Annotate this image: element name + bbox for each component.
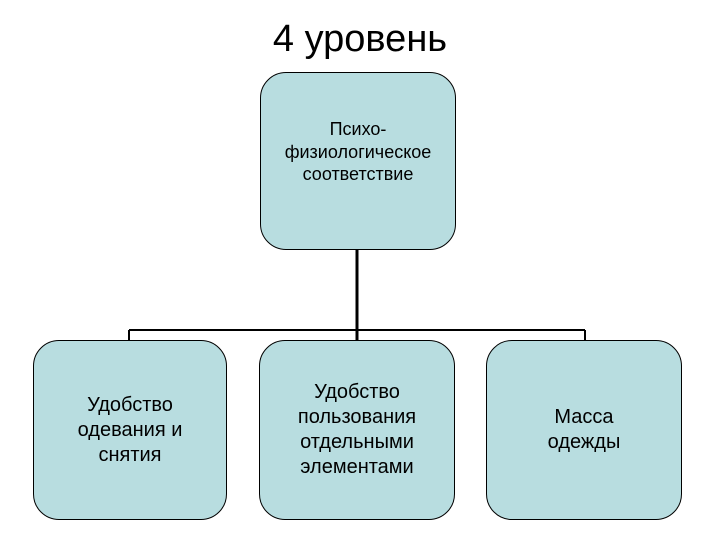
- root-node: Психо- физиологическое соответствие: [260, 72, 456, 250]
- child-node-2-label: Удобство пользования отдельными элемента…: [297, 381, 417, 478]
- diagram-title: 4 уровень: [272, 18, 448, 60]
- root-node-label: Психо- физиологическое соответствие: [284, 119, 432, 185]
- child-node-1-label: Удобство одевания и снятия: [77, 393, 183, 466]
- child-node-2: Удобство пользования отдельными элемента…: [259, 340, 455, 520]
- child-node-1: Удобство одевания и снятия: [33, 340, 227, 520]
- child-node-3: Масса одежды: [486, 340, 682, 520]
- child-node-3-label: Масса одежды: [547, 406, 621, 453]
